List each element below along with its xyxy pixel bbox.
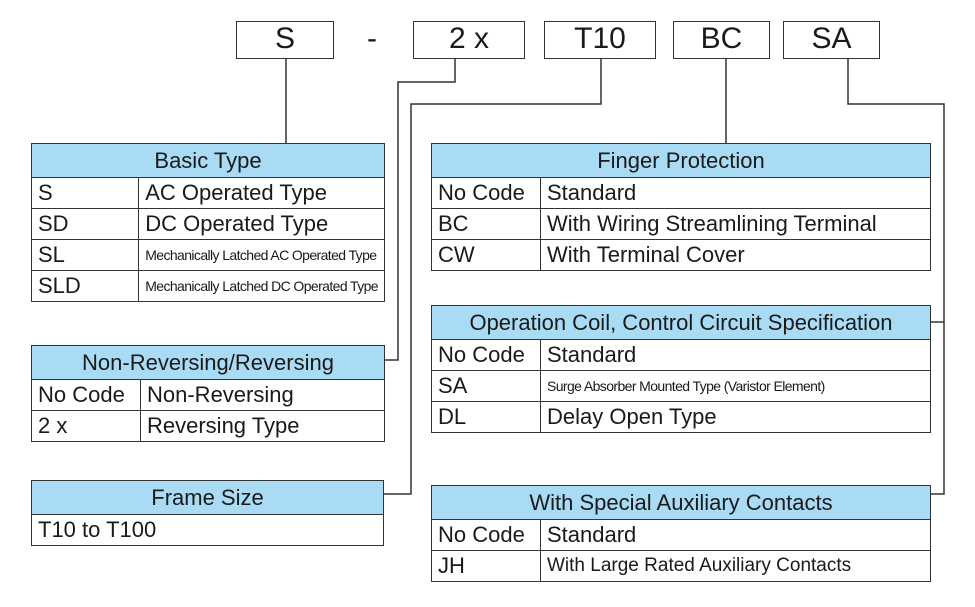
row-code: BC [431, 208, 541, 240]
code-dash: - [367, 22, 377, 55]
table-row: No Code Non-Reversing [31, 379, 385, 411]
table-row: SD DC Operated Type [30, 208, 385, 240]
aux-contacts-table: With Special Auxiliary Contacts No Code … [431, 485, 931, 582]
row-desc: Standard [540, 519, 931, 551]
row-desc: AC Operated Type [138, 177, 385, 209]
row-desc: Standard [540, 339, 931, 371]
row-desc: Delay Open Type [540, 401, 931, 433]
code-box-finger-protection: BC [673, 21, 770, 59]
row-code: SD [30, 208, 140, 240]
row-desc: With Wiring Streamlining Terminal [540, 208, 931, 240]
row-desc: With Large Rated Auxiliary Contacts [540, 550, 931, 582]
finger-protection-title: Finger Protection [431, 143, 931, 178]
table-row: S AC Operated Type [30, 177, 385, 209]
frame-size-value: T10 to T100 [31, 514, 384, 546]
table-row: No Code Standard [431, 519, 931, 551]
row-desc: Reversing Type [140, 410, 385, 442]
code-box-frame-size: T10 [544, 21, 656, 59]
row-desc: Non-Reversing [140, 379, 385, 411]
frame-size-title: Frame Size [31, 480, 384, 515]
table-row: No Code Standard [431, 339, 931, 371]
row-code: DL [431, 401, 541, 433]
table-row: BC With Wiring Streamlining Terminal [431, 208, 931, 240]
table-row: No Code Standard [431, 177, 931, 209]
row-desc: Standard [540, 177, 931, 209]
aux-contacts-title: With Special Auxiliary Contacts [431, 485, 931, 520]
reversing-title: Non-Reversing/Reversing [31, 345, 385, 380]
frame-size-table: Frame Size T10 to T100 [31, 480, 384, 546]
row-desc: Mechanically Latched AC Operated Type [138, 239, 385, 271]
table-row: JH With Large Rated Auxiliary Contacts [431, 550, 931, 582]
row-code: CW [431, 239, 541, 271]
code-box-reversing: 2 x [413, 21, 525, 59]
basic-type-table: Basic Type S AC Operated Type SD DC Oper… [30, 143, 385, 302]
row-desc: With Terminal Cover [540, 239, 931, 271]
row-desc: Mechanically Latched DC Operated Type [138, 270, 385, 302]
row-code: No Code [431, 339, 541, 371]
reversing-table: Non-Reversing/Reversing No Code Non-Reve… [31, 345, 385, 442]
row-code: SLD [30, 270, 140, 302]
coil-spec-table: Operation Coil, Control Circuit Specific… [431, 305, 931, 433]
table-row: 2 x Reversing Type [31, 410, 385, 442]
row-code: SA [431, 370, 541, 402]
row-code: JH [431, 550, 541, 582]
finger-protection-table: Finger Protection No Code Standard BC Wi… [431, 143, 931, 271]
table-row: CW With Terminal Cover [431, 239, 931, 271]
code-box-basic-type: S [236, 21, 334, 59]
table-row: DL Delay Open Type [431, 401, 931, 433]
table-row: SLD Mechanically Latched DC Operated Typ… [30, 270, 385, 302]
coil-spec-title: Operation Coil, Control Circuit Specific… [431, 305, 931, 340]
table-row: T10 to T100 [31, 514, 384, 546]
row-code: 2 x [31, 410, 141, 442]
basic-type-title: Basic Type [31, 143, 385, 178]
row-desc: Surge Absorber Mounted Type (Varistor El… [540, 370, 931, 402]
code-box-coil-spec: SA [783, 21, 880, 59]
row-code: No Code [431, 519, 541, 551]
connector-aux-contacts [931, 322, 945, 495]
row-desc: DC Operated Type [138, 208, 385, 240]
table-row: SA Surge Absorber Mounted Type (Varistor… [431, 370, 931, 402]
row-code: No Code [31, 379, 141, 411]
table-row: SL Mechanically Latched AC Operated Type [30, 239, 385, 271]
row-code: SL [30, 239, 140, 271]
row-code: S [30, 177, 140, 209]
row-code: No Code [431, 177, 541, 209]
